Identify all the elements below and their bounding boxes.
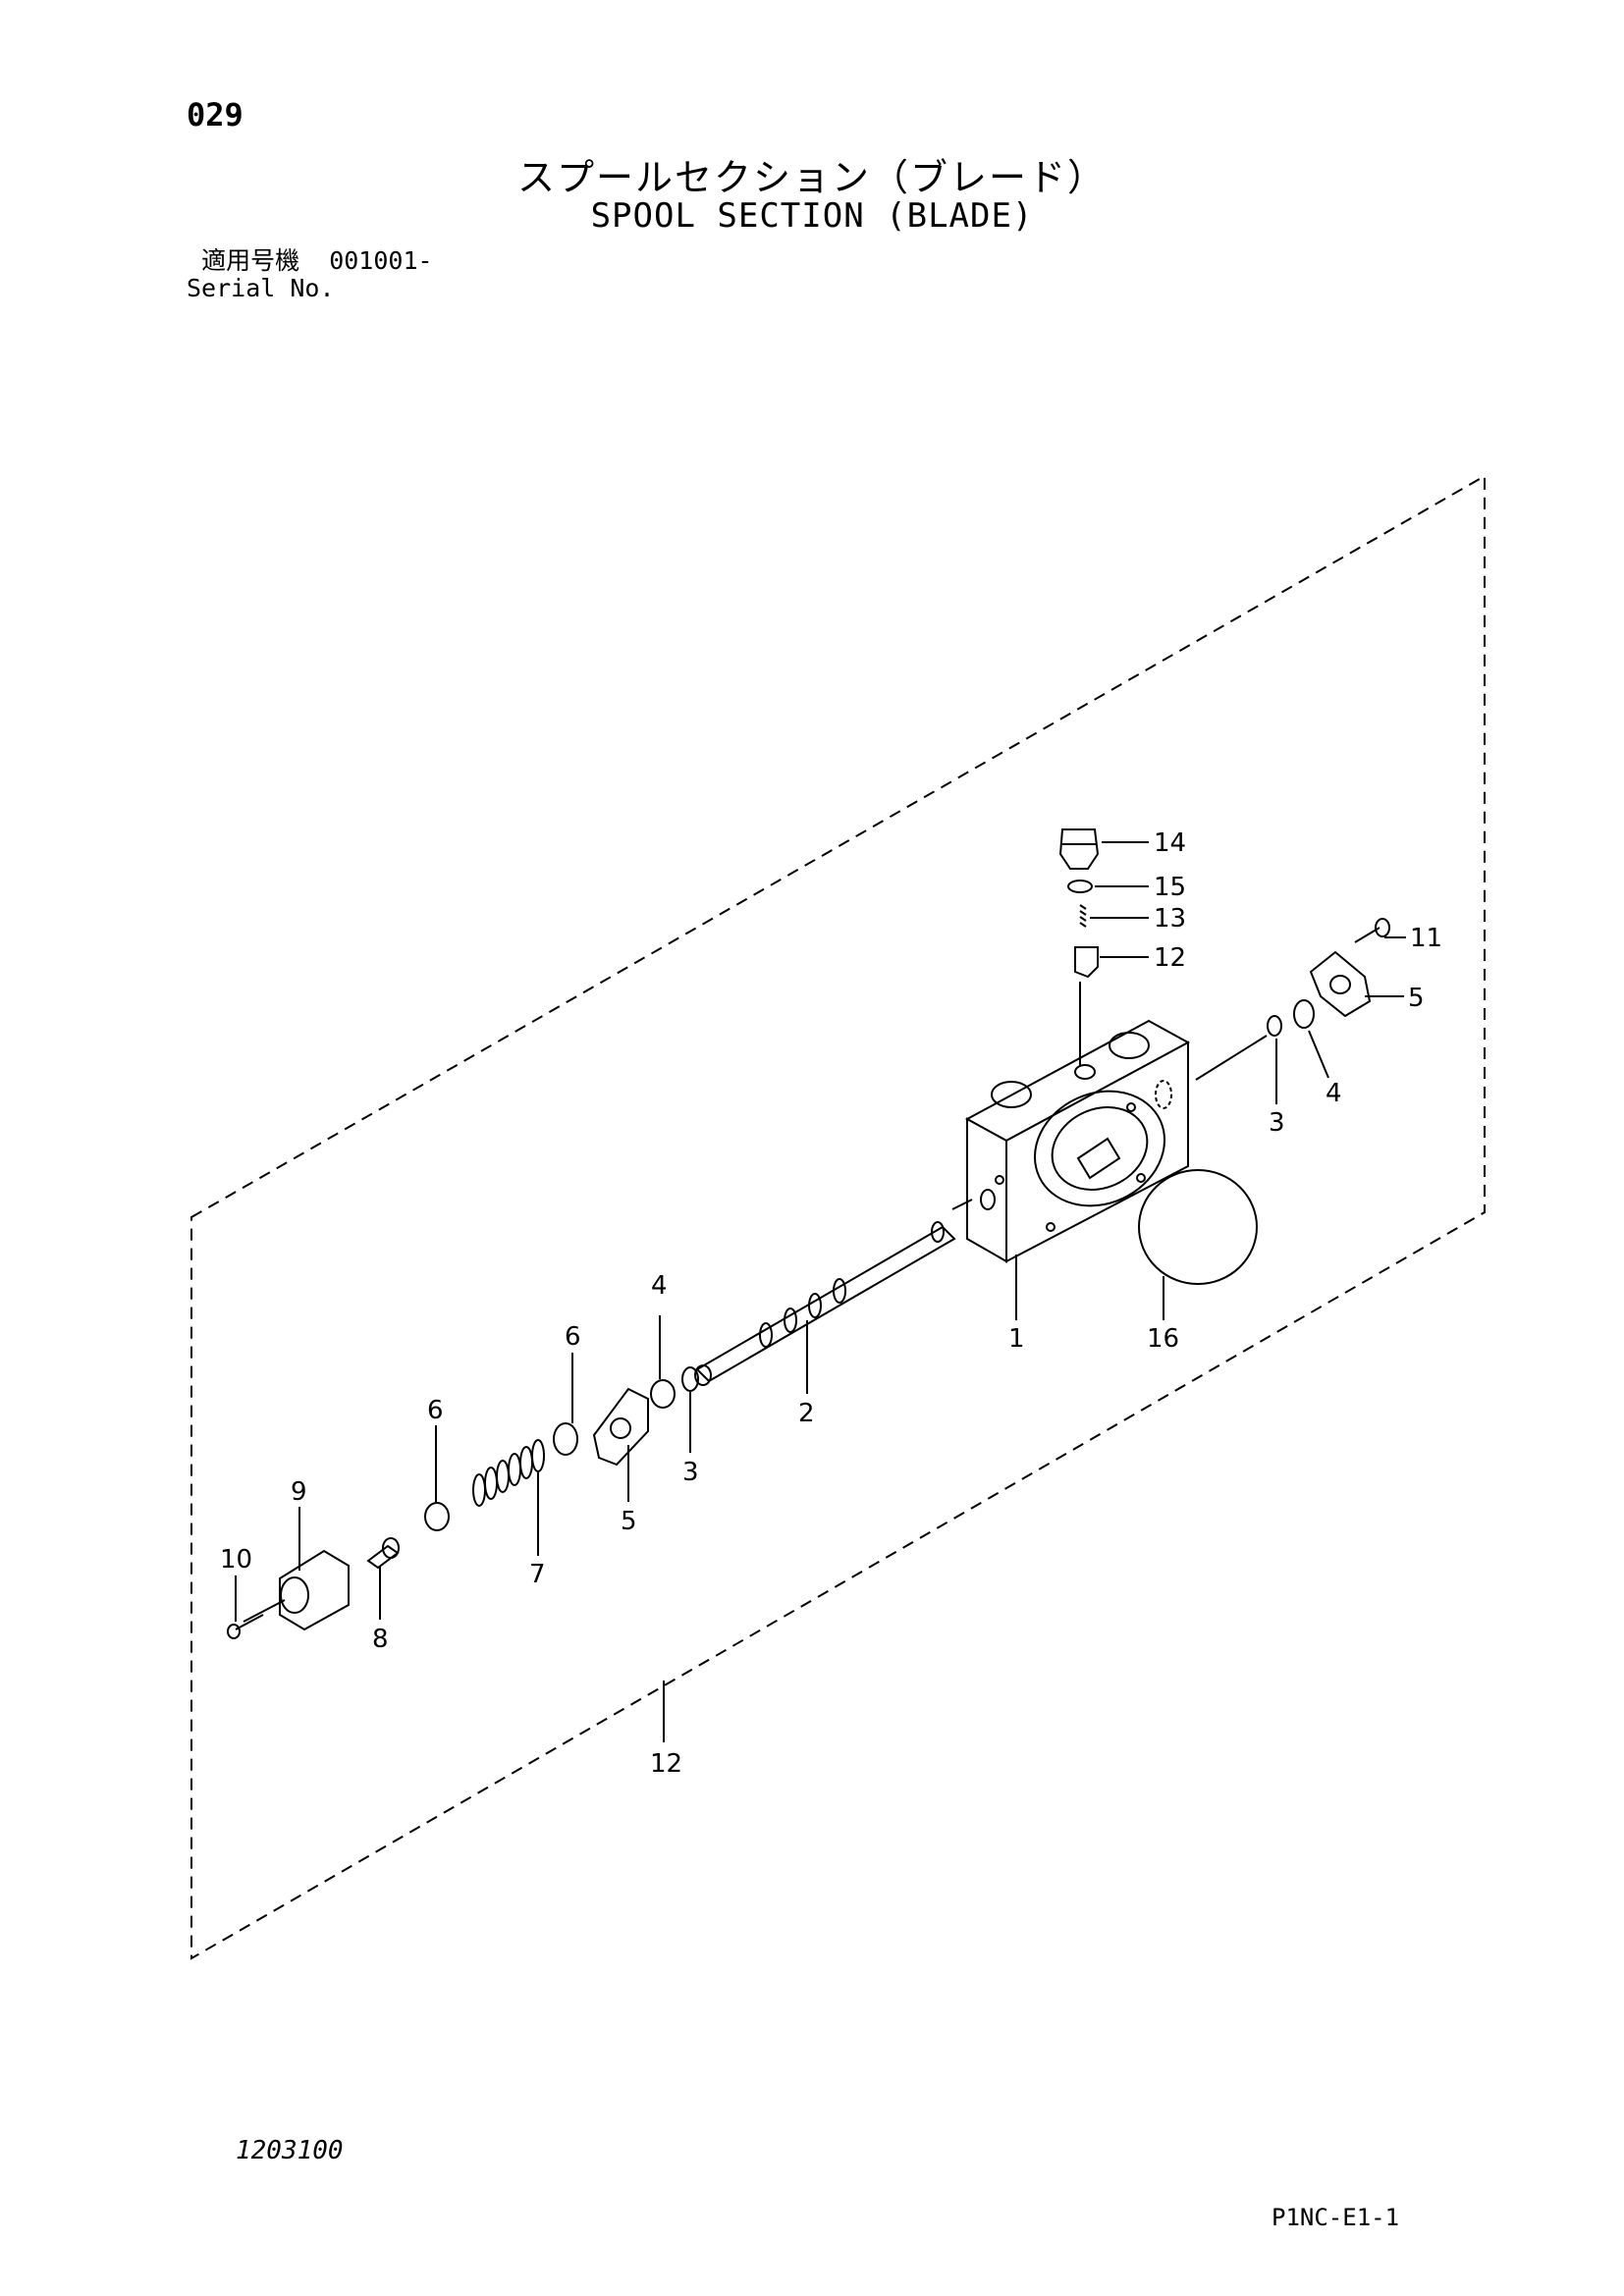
callout-16: 16 bbox=[1147, 1324, 1179, 1354]
page-number: 029 bbox=[187, 96, 244, 133]
callout-5-left: 5 bbox=[621, 1507, 637, 1536]
callout-3-right: 3 bbox=[1269, 1108, 1285, 1138]
screw-part-10 bbox=[227, 1614, 264, 1639]
callout-14: 14 bbox=[1154, 828, 1186, 858]
callout-6-lower: 6 bbox=[427, 1396, 444, 1425]
serial-value: 001001- bbox=[329, 246, 433, 275]
callout-10: 10 bbox=[220, 1545, 252, 1575]
seal-part-4-right bbox=[1293, 999, 1315, 1029]
spring-part-7 bbox=[472, 1439, 545, 1507]
serial-block: 適用号機 001001- Serial No. bbox=[187, 247, 433, 302]
title-japanese: スプールセクション（ブレード） bbox=[516, 156, 1107, 199]
callout-12-bottom: 12 bbox=[650, 1749, 682, 1779]
spring-seat-part-6-lower bbox=[424, 1502, 450, 1531]
seal-part-4-left bbox=[650, 1379, 676, 1409]
callout-1: 1 bbox=[1008, 1324, 1025, 1354]
plate-part-5-right bbox=[1309, 950, 1372, 1018]
callout-13: 13 bbox=[1154, 904, 1186, 934]
figure-number: 1203100 bbox=[236, 2136, 344, 2165]
spool-part-2 bbox=[694, 1221, 956, 1386]
axis-line-left-parts bbox=[243, 1599, 286, 1623]
plug-part-14 bbox=[1058, 828, 1100, 870]
o-ring-part-15 bbox=[1067, 880, 1093, 893]
title-english: SPOOL SECTION (BLADE) bbox=[590, 196, 1034, 236]
callout-15: 15 bbox=[1154, 873, 1186, 902]
valve-body-part-1 bbox=[964, 1019, 1191, 1263]
page-code: P1NC-E1-1 bbox=[1272, 2204, 1400, 2231]
callout-12-top: 12 bbox=[1154, 943, 1186, 973]
spring-part-13 bbox=[1079, 904, 1087, 928]
callout-4-right: 4 bbox=[1326, 1079, 1342, 1108]
leader-lines bbox=[235, 841, 1406, 1742]
o-ring-part-16 bbox=[1138, 1169, 1258, 1285]
cap-part-9 bbox=[279, 1549, 350, 1631]
plate-part-5-left bbox=[592, 1387, 649, 1467]
callout-7: 7 bbox=[529, 1560, 546, 1589]
poppet-part-12 bbox=[1074, 946, 1099, 979]
axis-line-right bbox=[1195, 1035, 1268, 1081]
callout-3-left: 3 bbox=[682, 1458, 699, 1487]
axis-line-spool bbox=[951, 1199, 973, 1210]
o-ring-part-3-left bbox=[681, 1366, 699, 1392]
o-ring-part-3-right bbox=[1267, 1015, 1282, 1037]
callout-5-right: 5 bbox=[1408, 984, 1425, 1013]
callout-9: 9 bbox=[291, 1477, 307, 1507]
serial-label-en: Serial No. bbox=[187, 274, 335, 302]
callout-11: 11 bbox=[1410, 924, 1442, 953]
spring-seat-part-6-upper bbox=[553, 1422, 578, 1456]
bolt-part-11 bbox=[1354, 918, 1390, 943]
serial-label-jp: 適用号機 bbox=[201, 246, 300, 275]
assembly-dashed-outline bbox=[190, 474, 1486, 1960]
callout-6-upper: 6 bbox=[565, 1322, 581, 1352]
bolt-part-8 bbox=[366, 1537, 400, 1570]
callout-4-left: 4 bbox=[651, 1271, 668, 1301]
callout-2: 2 bbox=[798, 1399, 815, 1428]
callout-8: 8 bbox=[372, 1625, 389, 1654]
